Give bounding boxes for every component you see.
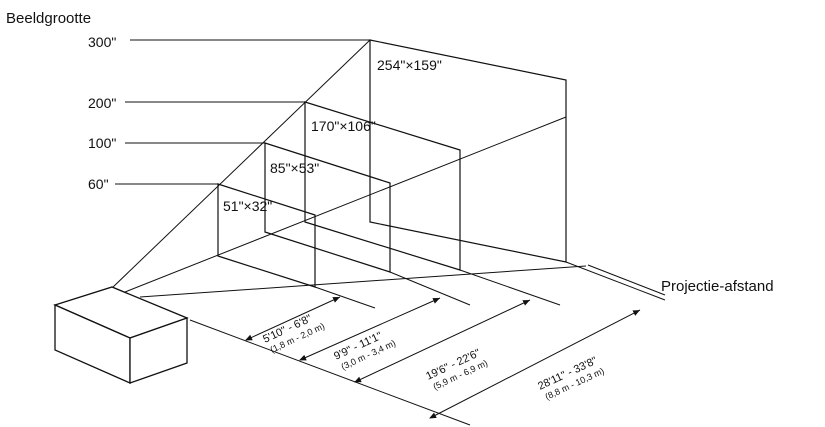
screen-dims-60: 51"×32": [223, 198, 272, 214]
distance-label-200: 19'6" - 22'6" (5,9 m - 6,9 m): [424, 347, 489, 392]
screen-size-label-100: 100": [88, 135, 116, 151]
distance-axis-label: Projectie-afstand: [661, 278, 774, 295]
screen-300: [369, 39, 567, 263]
projection-ray-bottom: [139, 265, 587, 298]
screen-size-label-60: 60": [88, 176, 109, 192]
projector: [53, 286, 189, 384]
diagram-title: Beeldgrootte: [6, 10, 91, 27]
screen-dims-300: 254"×159": [377, 57, 442, 73]
dimension-baseline: [189, 319, 471, 426]
projection-ray-center: [124, 116, 567, 293]
screen-size-label-300: 300": [88, 34, 116, 50]
extension-tick-100: [389, 271, 471, 306]
extension-tick-300: [565, 261, 666, 301]
distance-arrow-300: [429, 309, 641, 419]
extension-tick-200: [459, 269, 561, 306]
distance-label-100: 9'9" - 11'1" (3,0 m - 3,4 m): [332, 330, 397, 372]
screen-dims-100: 85"×53": [270, 160, 319, 176]
distance-extension-line: [587, 264, 666, 296]
screen-dims-200: 170"×106": [311, 118, 376, 134]
distance-label-300: 28'11" - 33'8" (8,8 m - 10,3 m): [536, 355, 606, 402]
screen-size-label-200: 200": [88, 95, 116, 111]
projection-ray-top: [111, 39, 371, 289]
distance-label-60: 5'10" - 6'8" (1,8 m - 2,0 m): [261, 313, 326, 355]
